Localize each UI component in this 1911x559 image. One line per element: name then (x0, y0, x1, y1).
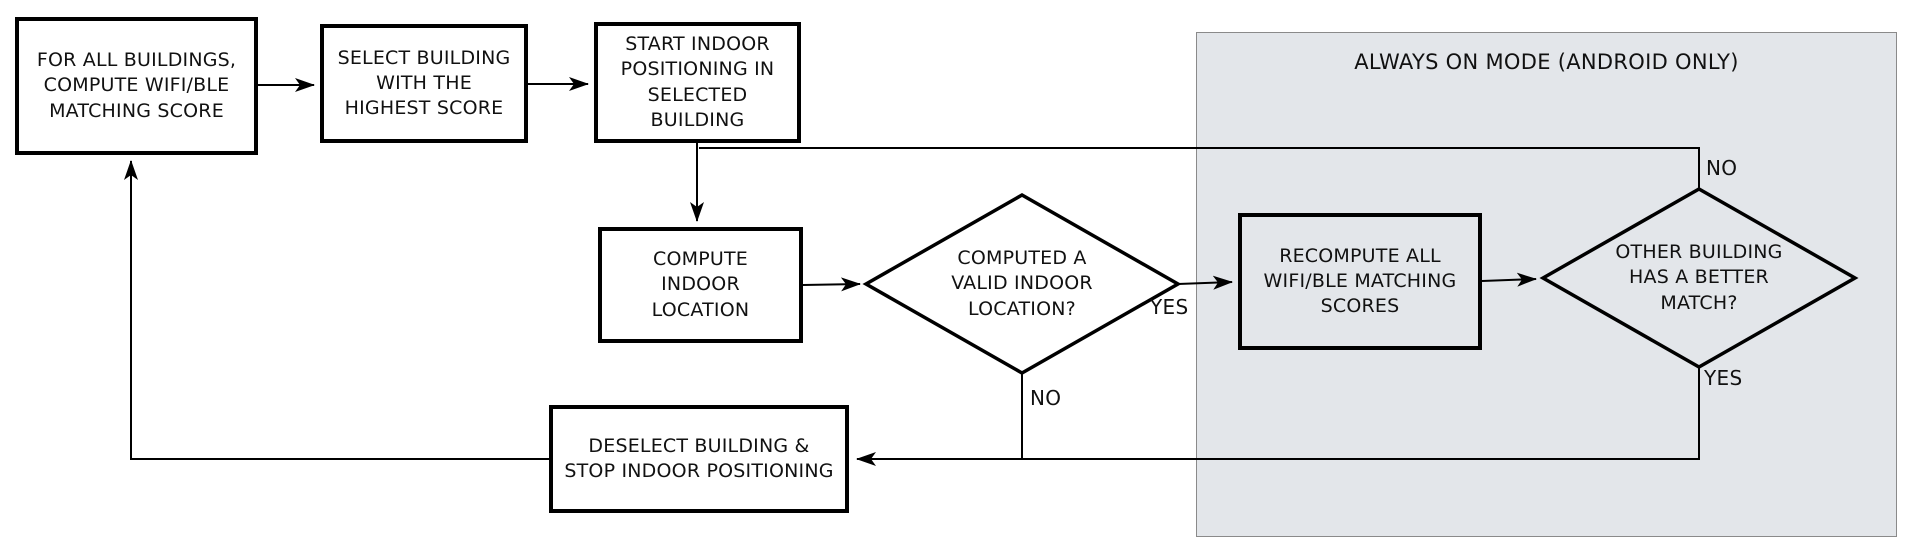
edge-compute-to-valid-decision (802, 277, 861, 292)
node-select-building: SELECT BUILDING WITH THE HIGHEST SCORE (320, 24, 528, 143)
edge-label-valid-yes: YES (1150, 295, 1189, 319)
edge-valid-yes-to-recompute (1177, 275, 1233, 290)
edge-deselect-to-scores-return (124, 160, 549, 460)
region-title: ALWAYS ON MODE (ANDROID ONLY) (1354, 50, 1739, 74)
decision-better-match-label: OTHER BUILDING HAS A BETTER MATCH? (1615, 241, 1783, 314)
edge-label-better-yes: YES (1704, 366, 1743, 390)
edge-recompute-to-better-decision (1481, 272, 1537, 287)
node-recompute-scores: RECOMPUTE ALL WIFI/BLE MATCHING SCORES (1238, 213, 1482, 350)
decision-valid-location-label: COMPUTED A VALID INDOOR LOCATION? (951, 247, 1093, 320)
node-start-indoor-positioning: START INDOOR POSITIONING IN SELECTED BUI… (594, 22, 801, 143)
node-compute-indoor-location: COMPUTE INDOOR LOCATION (598, 227, 803, 343)
node-compute-matching-scores: FOR ALL BUILDINGS, COMPUTE WIFI/BLE MATC… (15, 17, 258, 155)
node-deselect-building: DESELECT BUILDING & STOP INDOOR POSITION… (549, 405, 849, 513)
edge-better-yes-to-deselect (856, 367, 1700, 466)
decision-valid-location-shape (862, 192, 1182, 376)
decision-better-match-shape (1539, 186, 1859, 370)
edge-label-better-no: NO (1706, 156, 1738, 180)
edge-label-valid-no: NO (1030, 386, 1062, 410)
edge-better-match-no-feedback (699, 147, 1700, 189)
